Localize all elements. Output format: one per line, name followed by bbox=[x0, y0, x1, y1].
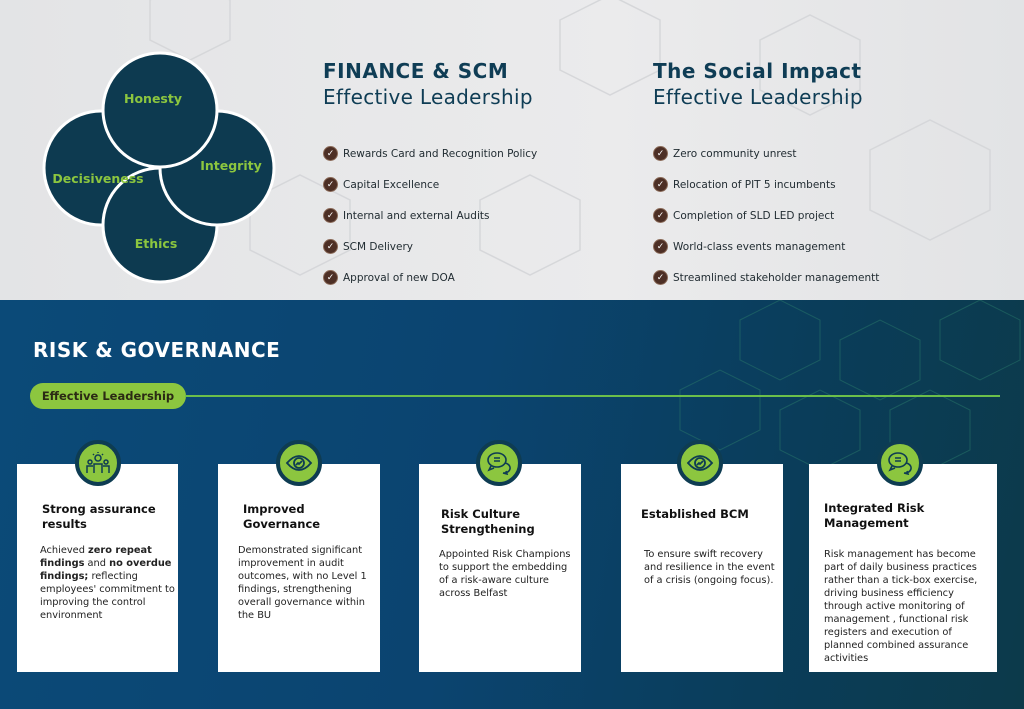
social-title: The Social Impact bbox=[653, 59, 862, 83]
card-body: Demonstrated significant improvement in … bbox=[238, 544, 373, 622]
card-body: Achieved zero repeat findings and no ove… bbox=[40, 544, 176, 622]
finance-subtitle: Effective Leadership bbox=[323, 85, 533, 109]
chat-bubbles-icon bbox=[476, 440, 522, 486]
list-item: ✓Approval of new DOA bbox=[323, 262, 537, 293]
card-strong-assurance: Strong assurance results Achieved zero r… bbox=[17, 464, 178, 672]
list-item: ✓Zero community unrest bbox=[653, 138, 879, 169]
section-title: RISK & GOVERNANCE bbox=[33, 338, 281, 362]
value-ethics: Ethics bbox=[135, 236, 178, 251]
finance-column: FINANCE & SCM Effective Leadership ✓Rewa… bbox=[323, 58, 537, 293]
chat-bubbles-icon bbox=[877, 440, 923, 486]
list-item: ✓Internal and external Audits bbox=[323, 200, 537, 231]
card-body-text: Demonstrated significant improvement in … bbox=[238, 545, 367, 621]
social-column: The Social Impact Effective Leadership ✓… bbox=[653, 58, 879, 293]
card-risk-culture: Risk Culture Strengthening Appointed Ris… bbox=[419, 464, 581, 672]
card-body: Risk management has become part of daily… bbox=[824, 548, 989, 665]
card-body-text: no overdue findings; bbox=[40, 558, 172, 582]
list-item: ✓Rewards Card and Recognition Policy bbox=[323, 138, 537, 169]
card-improved-governance: Improved Governance Demonstrated signifi… bbox=[218, 464, 380, 672]
hex-pattern bbox=[149, 0, 991, 276]
card-body-text: To ensure swift recovery and resilience … bbox=[644, 549, 775, 586]
eye-icon bbox=[677, 440, 723, 486]
check-icon: ✓ bbox=[323, 239, 338, 254]
circle-honesty bbox=[101, 51, 219, 169]
list-item: ✓Completion of SLD LED project bbox=[653, 200, 879, 231]
top-section: Honesty Integrity Ethics Decisiveness FI… bbox=[0, 0, 1024, 300]
list-item: ✓Capital Excellence bbox=[323, 169, 537, 200]
value-honesty: Honesty bbox=[124, 91, 182, 106]
list-item: ✓Streamlined stakeholder managementt bbox=[653, 262, 879, 293]
card-body-text: zero repeat findings bbox=[40, 545, 152, 569]
card-integrated-risk: Integrated Risk Management Risk manageme… bbox=[809, 464, 997, 672]
effective-leadership-pill: Effective Leadership bbox=[30, 383, 186, 409]
check-icon: ✓ bbox=[323, 146, 338, 161]
check-icon: ✓ bbox=[653, 270, 668, 285]
values-pinwheel: Honesty Integrity Ethics Decisiveness bbox=[42, 51, 276, 284]
card-body-text: Risk management has become part of daily… bbox=[824, 549, 978, 664]
card-body-text: and bbox=[84, 558, 110, 569]
people-idea-icon bbox=[75, 440, 121, 486]
finance-title: FINANCE & SCM bbox=[323, 59, 509, 83]
card-body: To ensure swift recovery and resilience … bbox=[644, 548, 779, 587]
eye-icon bbox=[276, 440, 322, 486]
card-body-text: reflecting employees' commitment to impr… bbox=[40, 571, 175, 621]
card-body-text: Appointed Risk Champions to support the … bbox=[439, 549, 571, 599]
value-decisiveness: Decisiveness bbox=[52, 171, 143, 186]
check-icon: ✓ bbox=[323, 177, 338, 192]
list-item: ✓World-class events management bbox=[653, 231, 879, 262]
check-icon: ✓ bbox=[653, 177, 668, 192]
check-icon: ✓ bbox=[323, 208, 338, 223]
value-integrity: Integrity bbox=[200, 158, 262, 173]
card-body: Appointed Risk Champions to support the … bbox=[439, 548, 579, 600]
check-icon: ✓ bbox=[323, 270, 338, 285]
social-subtitle: Effective Leadership bbox=[653, 85, 863, 109]
check-icon: ✓ bbox=[653, 208, 668, 223]
card-established-bcm: Established BCM To ensure swift recovery… bbox=[621, 464, 783, 672]
list-item: ✓SCM Delivery bbox=[323, 231, 537, 262]
list-item: ✓Relocation of PIT 5 incumbents bbox=[653, 169, 879, 200]
divider-line bbox=[185, 395, 1000, 397]
check-icon: ✓ bbox=[653, 146, 668, 161]
card-body-text: Achieved bbox=[40, 545, 89, 556]
check-icon: ✓ bbox=[653, 239, 668, 254]
